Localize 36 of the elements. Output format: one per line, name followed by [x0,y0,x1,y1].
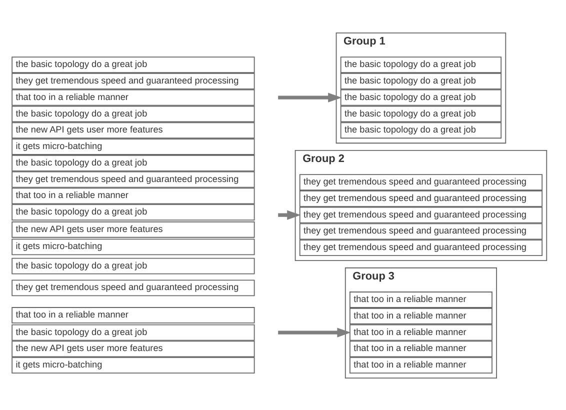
node-box: they get tremendous speed and guaranteed processing [299,174,543,190]
node-box: the basic topology do a great job [340,88,502,106]
node-box: it gets micro-batching [12,356,255,374]
node-box: the basic topology do a great job [340,105,502,122]
node-box: it gets micro-batching [12,238,255,255]
node-box: that too in a reliable manner [349,324,492,340]
node-box: they get tremendous speed and guaranteed processing [299,239,543,256]
node-box: they get tremendous speed and guaranteed processing [299,222,543,240]
node-box: that too in a reliable manner [349,356,492,374]
node-box: the basic topology do a great job [12,105,255,122]
node-box: that too in a reliable manner [349,291,492,308]
node-box: they get tremendous speed and guaranteed processing [12,72,255,89]
arrow [278,92,342,102]
node-box: that too in a reliable manner [12,187,255,204]
node-box: they get tremendous speed and guaranteed processing [12,279,255,296]
node-box: the new API gets user more features [12,340,255,357]
arrow [278,327,351,337]
node-box: that too in a reliable manner [12,306,255,323]
node-box: it gets micro-batching [12,138,255,154]
node-box: the basic topology do a great job [12,324,255,340]
node-box: they get tremendous speed and guaranteed processing [299,206,543,223]
node-box: that too in a reliable manner [349,307,492,324]
node-box: the basic topology do a great job [340,56,502,72]
node-box: the basic topology do a great job [12,204,255,220]
node-box: the basic topology do a great job [340,72,502,89]
node-box: the new API gets user more features [12,220,255,238]
node-box: they get tremendous speed and guaranteed processing [12,170,255,188]
node-box: that too in a reliable manner [349,340,492,357]
node-box: that too in a reliable manner [12,88,255,106]
node-box: the basic topology do a great job [12,257,255,274]
node-box: the basic topology do a great job [12,154,255,171]
node-box: the basic topology do a great job [340,122,502,138]
node-box: the basic topology do a great job [12,56,255,72]
node-box: the new API gets user more features [12,122,255,138]
node-box: they get tremendous speed and guaranteed processing [299,190,543,206]
arrow [278,210,301,220]
